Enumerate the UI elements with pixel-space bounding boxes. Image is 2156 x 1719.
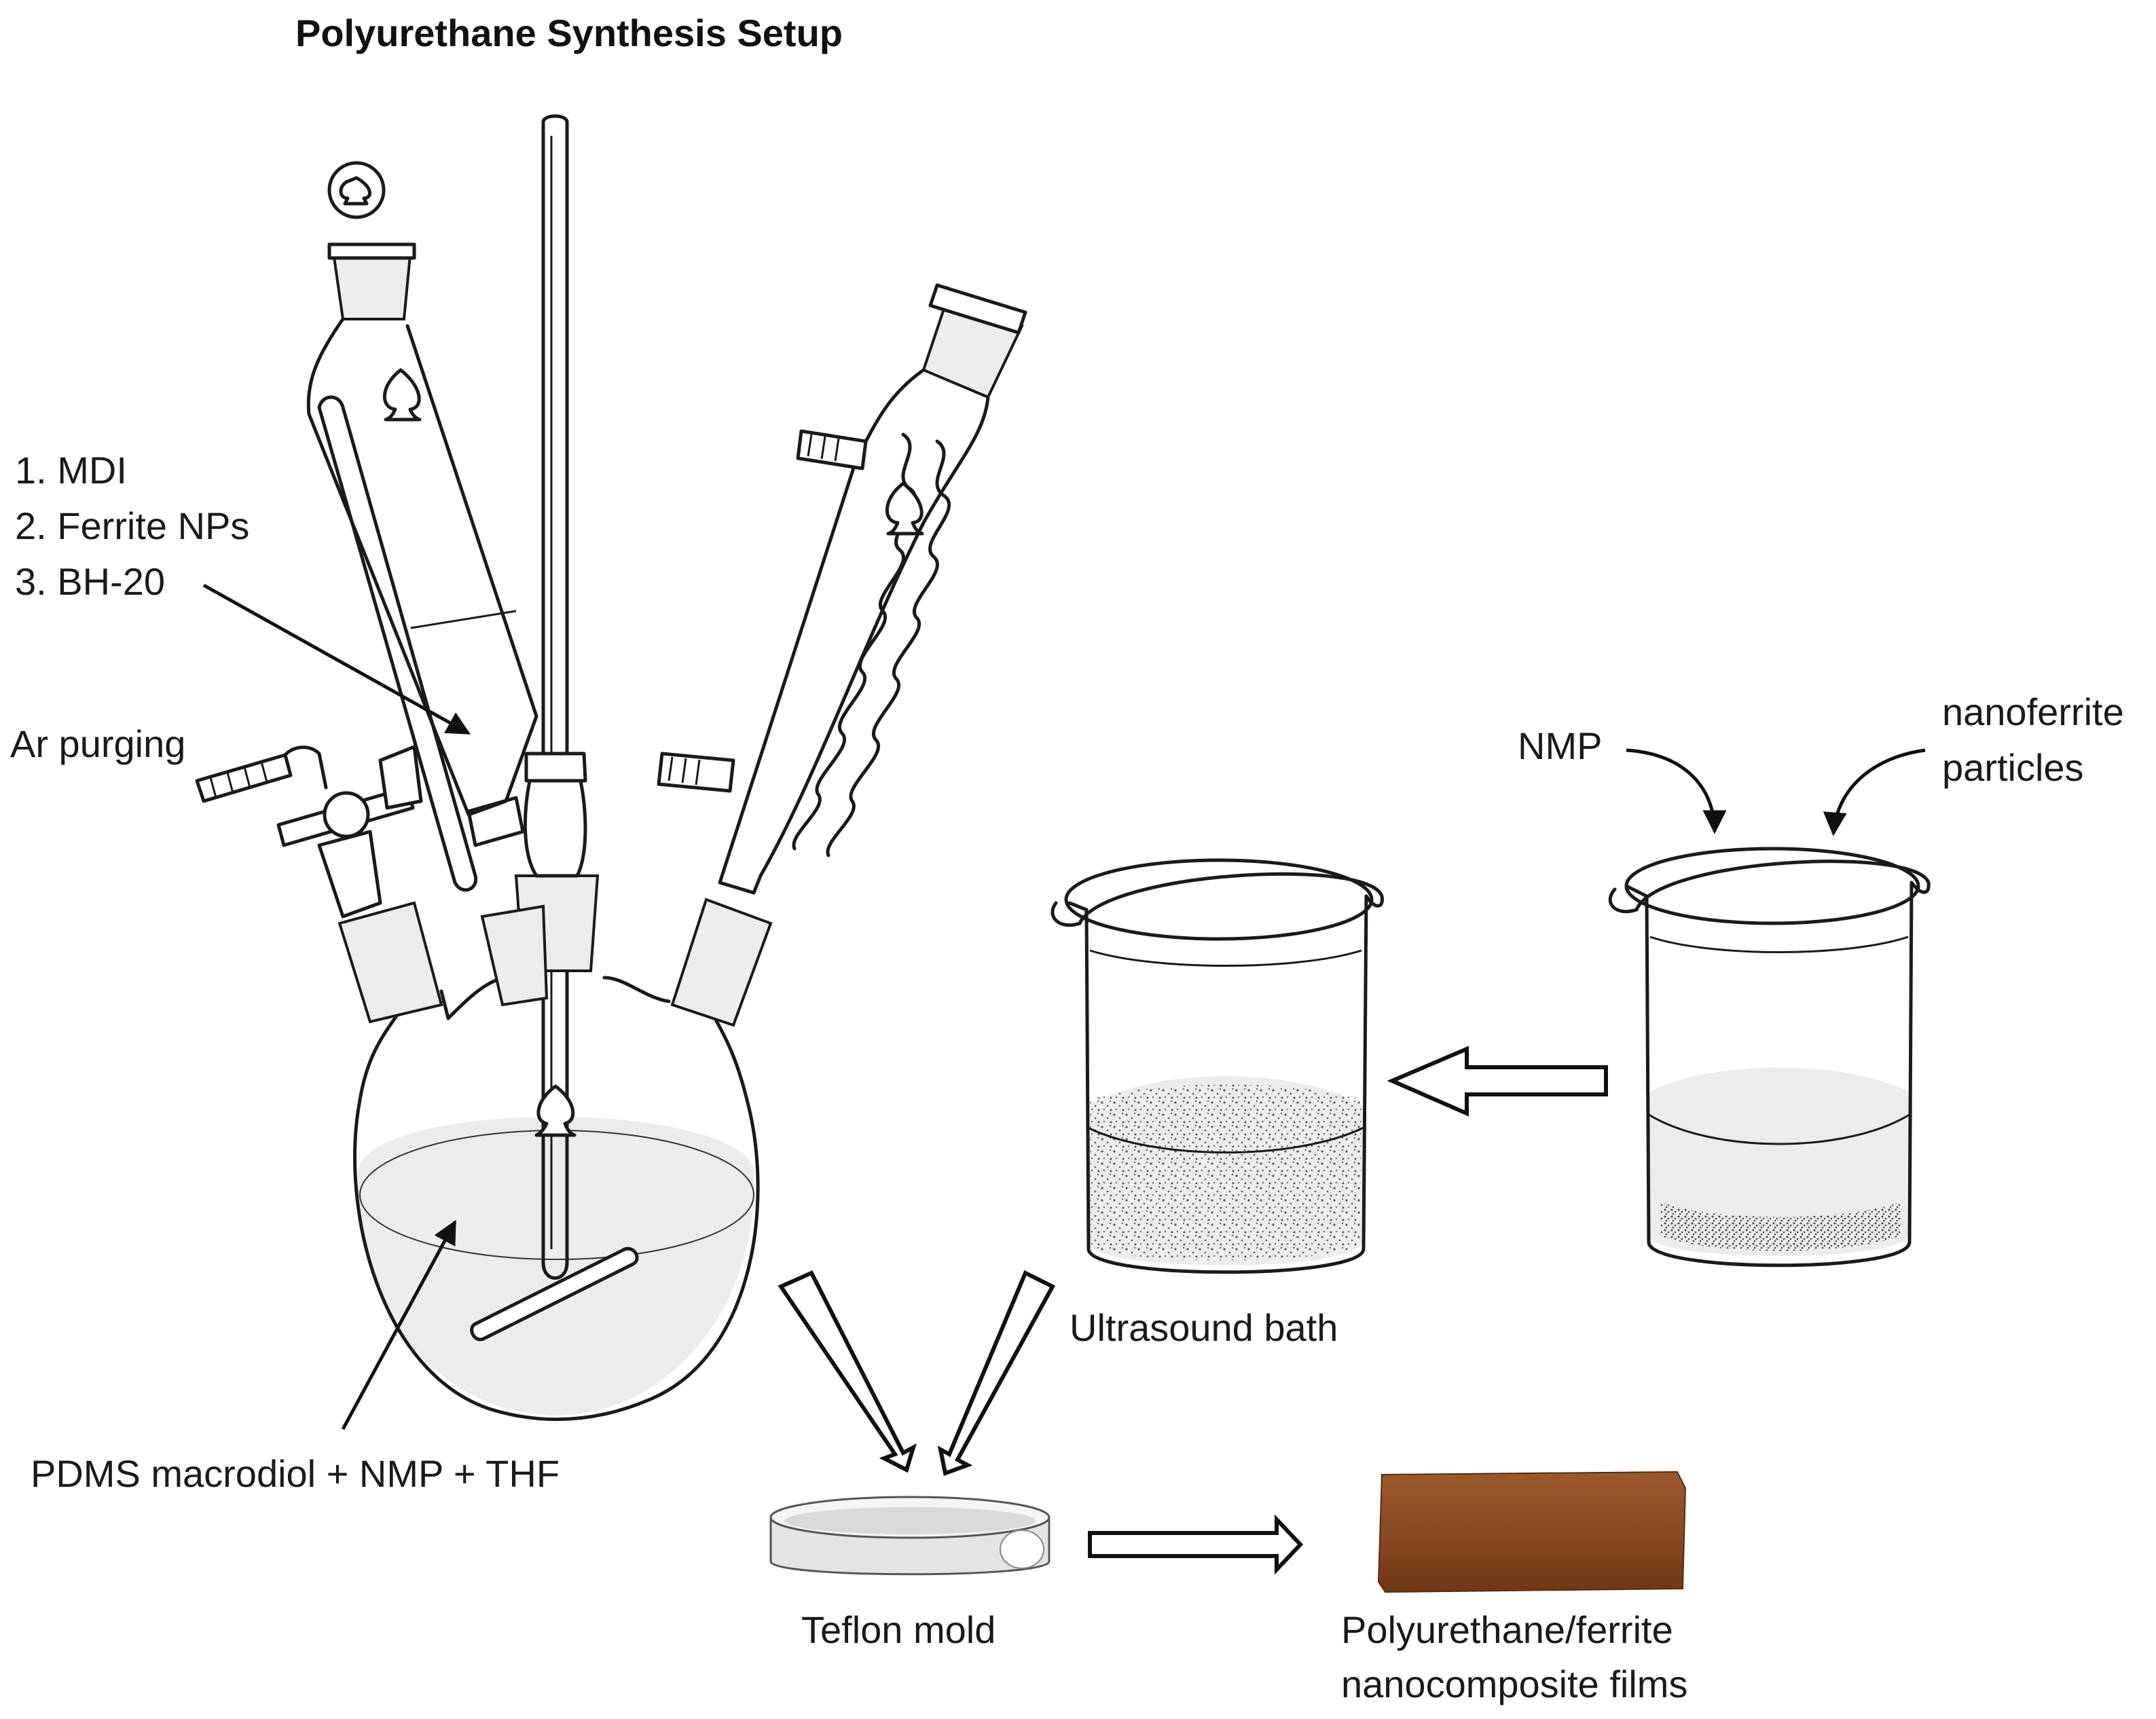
center-neck-joint [467,752,600,1007]
transfer-arrow-left [1387,1046,1608,1117]
mold-to-film-arrow [1088,1514,1304,1575]
nanoferrite-arrow [1823,748,1926,836]
right-beaker-mouth [1624,847,1920,925]
condenser-spade-icon [885,481,924,536]
teflon-mold-label: Teflon mold [801,1608,995,1651]
inlet-stopcock-knob [323,791,370,838]
right-beaker-liquid [1647,1067,1912,1256]
left-neck-joint [337,901,443,1024]
nanoferrite-label-2: particles [1942,746,2084,789]
flask-body [353,1013,760,1422]
stopper-spade-icon [339,176,371,206]
funnel-body [306,317,538,817]
nanocomposite-film [1377,1471,1687,1593]
ar-inlet [195,745,443,1024]
hose-barb [195,753,293,803]
ar-purging-label: Ar purging [10,722,185,765]
flask-contents-label: PDMS macrodiol + NMP + THF [31,1452,560,1495]
right-beaker-sediment [1660,1202,1901,1251]
reagent-label-3: 3. BH-20 [15,560,165,603]
ultrasound-beaker-line [1089,949,1362,967]
addition-funnel [306,161,538,892]
page-title: Polyurethane Synthesis Setup [295,12,843,54]
films-label-2: nanocomposite films [1341,1663,1687,1705]
outlet-ridges [807,434,840,462]
reagent-label-1: 1. MDI [15,449,127,492]
films-label-1: Polyurethane/ferrite [1341,1608,1673,1651]
equalizer-tube [317,395,478,892]
funnel-stopcock [378,745,423,810]
reagent-arrow [202,583,471,735]
right-beaker-line [1649,936,1909,953]
ultrasound-meniscus [1086,1126,1366,1153]
nmp-label: NMP [1518,724,1602,767]
flask-liquid [358,1117,754,1416]
funnel-top-lip [327,242,416,260]
ultrasound-beaker [1050,858,1384,1274]
condenser-jacket [718,368,990,895]
ultrasound-beaker-walls [1067,894,1368,1274]
hose-barb-ridges [209,761,268,798]
round-bottom-flask [353,114,760,1422]
flask-contents-arrow [341,1219,457,1430]
ultrasound-dispersion [1090,1084,1362,1261]
beaker-to-mold-arrow [937,1270,1056,1477]
condenser-inner-coil-2 [826,439,951,857]
right-beaker [1608,847,1931,1268]
stirrer-paddle [470,1246,639,1342]
condenser-water-inlet [657,752,735,793]
reagent-label-2: 2. Ferrite NPs [15,504,249,547]
right-beaker-meniscus [1646,1112,1912,1145]
inlet-ridges [668,756,701,785]
ultrasound-bath-label: Ultrasound bath [1070,1306,1338,1349]
nanoferrite-label-1: nanoferrite [1942,690,2124,733]
ultrasound-beaker-rim [1050,872,1384,927]
right-beaker-rim [1608,860,1931,914]
condenser-bottom-joint [670,898,773,1027]
mold-inner [784,1507,1036,1534]
mold-highlight [1000,1530,1044,1569]
condenser-top-lip [928,283,1027,335]
nmp-arrow [1626,748,1727,834]
right-beaker-walls [1624,881,1914,1268]
stirrer-spade-icon [534,1084,577,1137]
side-joint-small [480,904,549,1007]
teflon-mold [769,1496,1050,1576]
funnel-spade-icon [383,368,422,422]
ultrasound-beaker-mouth [1064,858,1374,941]
funnel-liquid-line [410,610,517,629]
condenser-water-outlet [796,429,868,470]
stirrer-bearing [523,779,587,878]
stirrer-bearing-top [524,752,587,783]
inlet-elbow [283,745,328,790]
inlet-adapter [317,830,382,919]
reflux-condenser [657,283,1027,1027]
flask-to-mold-arrow [778,1270,917,1473]
stirrer-rod [541,114,569,1280]
